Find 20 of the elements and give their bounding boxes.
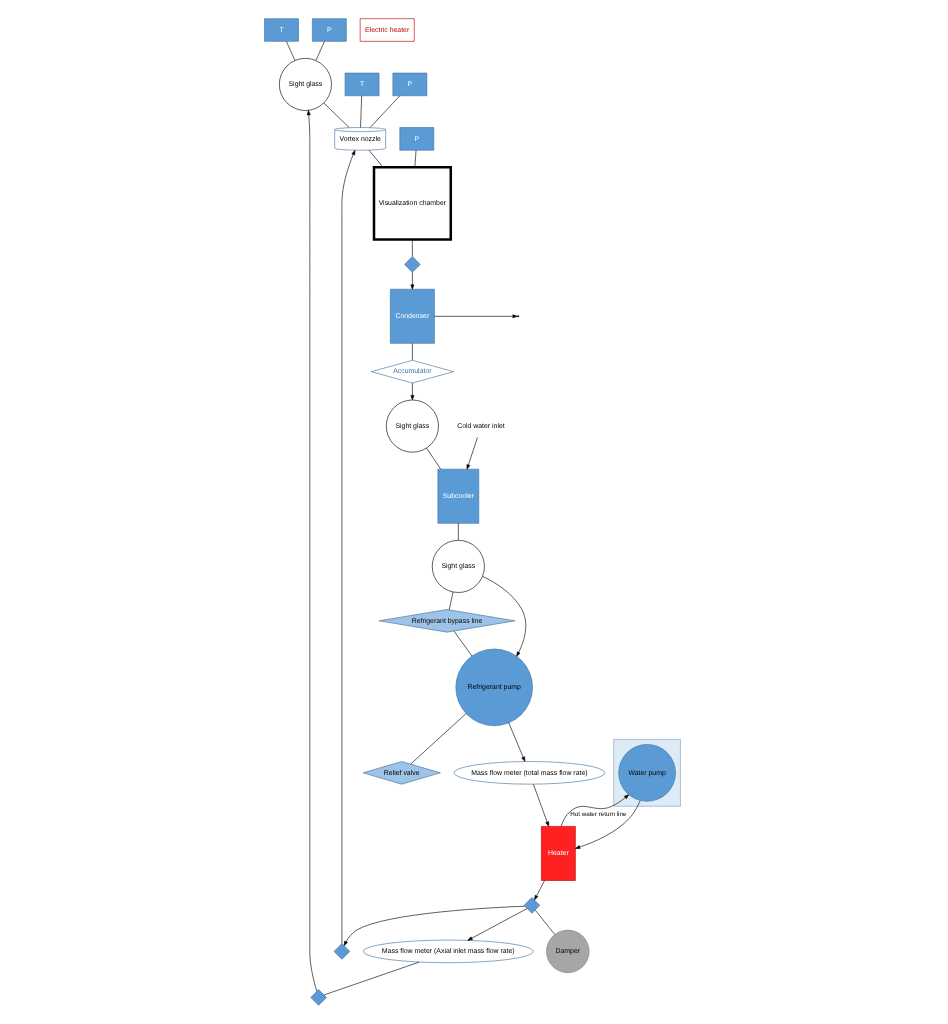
arrow [409,382,414,401]
arrow [533,880,544,901]
connector [413,149,416,168]
node-valve [309,989,326,1006]
arrow [532,783,548,827]
node-valve [332,943,350,960]
arrow [466,908,527,941]
arrow [340,150,355,944]
arrow [465,437,477,470]
arrow [305,110,317,992]
arrow [342,905,525,946]
connector [367,149,383,168]
node-valve [522,897,540,914]
arrow [409,271,414,290]
arrow [507,722,525,762]
arrow [559,794,628,827]
arrow [481,576,526,657]
connector [411,239,412,257]
arrow [574,800,640,849]
node-valve [403,256,420,273]
